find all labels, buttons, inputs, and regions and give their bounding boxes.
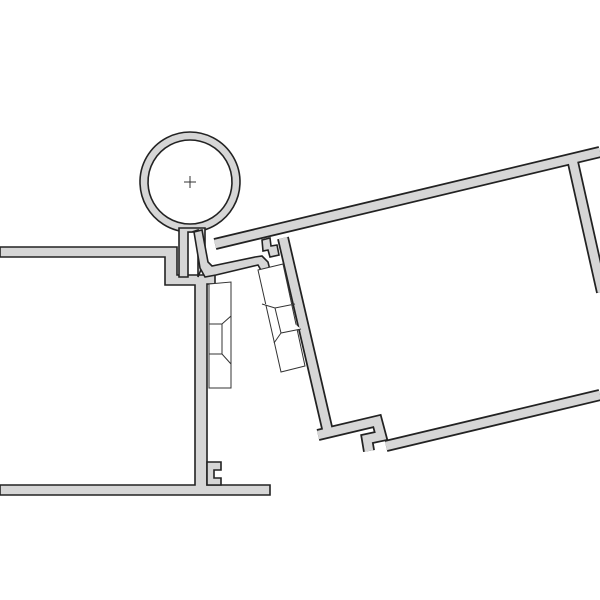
connector-profile: [193, 229, 271, 278]
gasket-left: [208, 281, 232, 389]
sash-clip: [261, 237, 280, 258]
frame-clip: [206, 461, 222, 486]
sash-profile: [213, 146, 600, 452]
fixed-frame-profile: [0, 246, 271, 496]
gasket-right: [257, 263, 306, 373]
